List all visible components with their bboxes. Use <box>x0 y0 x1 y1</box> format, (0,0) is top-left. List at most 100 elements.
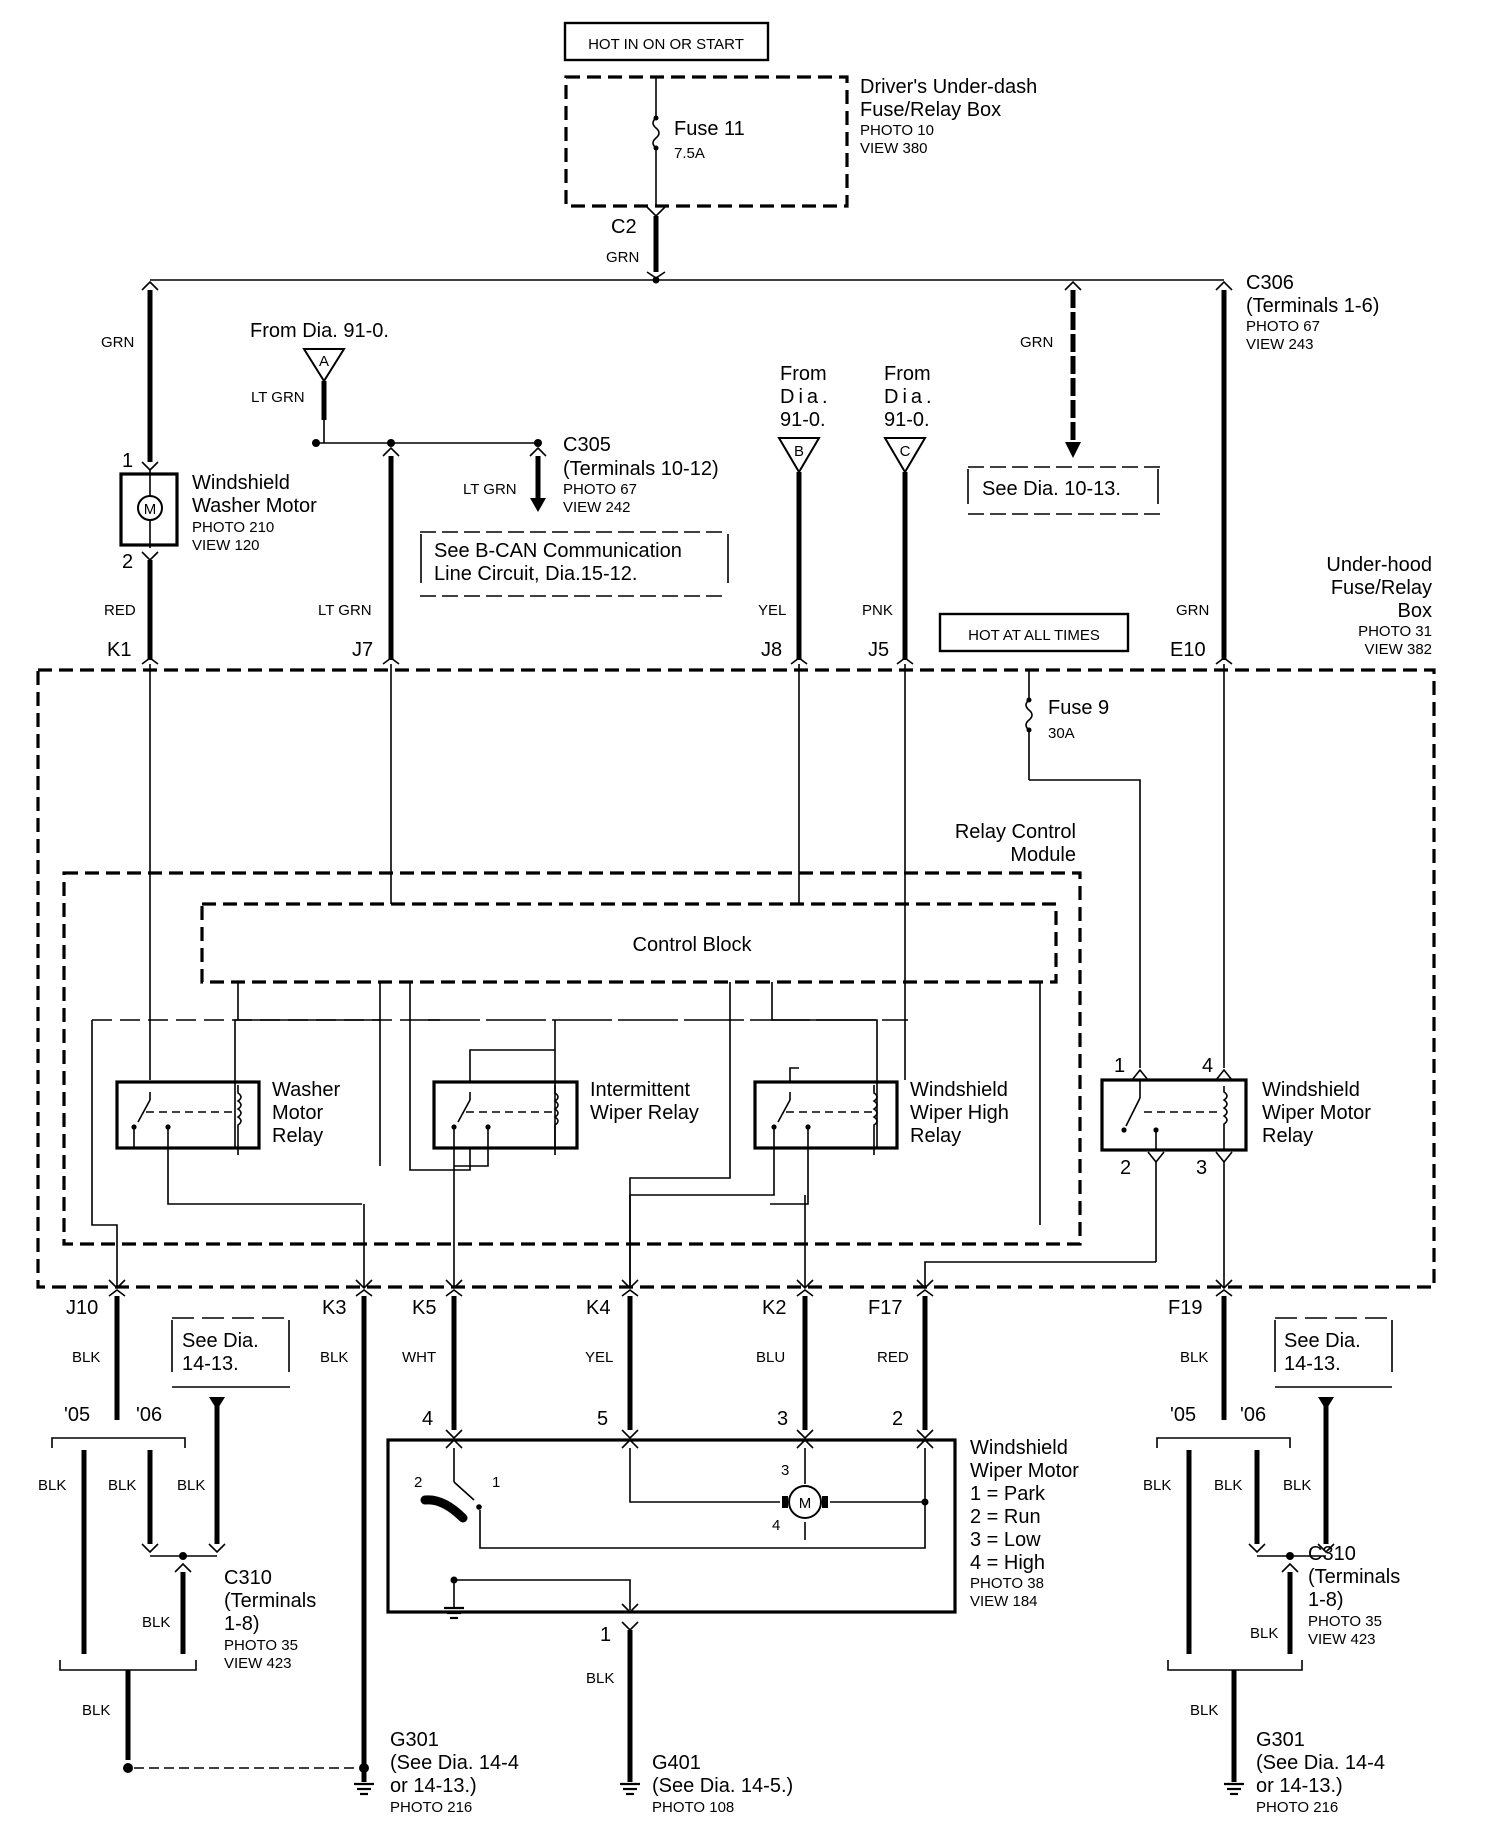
right-year-06: '06 <box>1240 1404 1266 1426</box>
g301-left-1: G301 <box>390 1729 439 1751</box>
terminal-k2: K2 <box>762 1297 786 1319</box>
from-b-1: From <box>780 363 827 385</box>
wiper-pin-2: 2 <box>892 1408 903 1430</box>
left-year-06: '06 <box>136 1404 162 1426</box>
g301-right-1: G301 <box>1256 1729 1305 1751</box>
blk-f19-wire: BLK <box>1180 1349 1208 1366</box>
c306-photo: PHOTO 67 <box>1246 318 1320 335</box>
c306-view: VIEW 243 <box>1246 336 1314 353</box>
left-c310-view: VIEW 423 <box>224 1655 292 1672</box>
left-blk-1: BLK <box>38 1477 66 1494</box>
g401-ground-icon <box>620 1782 640 1796</box>
grn-left-wire: GRN <box>101 334 134 351</box>
underhood-photo: PHOTO 31 <box>1358 623 1432 640</box>
terminal-k4: K4 <box>586 1297 610 1319</box>
wiper-pin-1: 1 <box>600 1624 611 1646</box>
washer-motor-name-1: Windshield <box>192 472 290 494</box>
underhood-box <box>36 668 1436 1289</box>
control-block <box>200 902 1058 984</box>
washer-motor-pin1: 1 <box>122 450 133 472</box>
hot-in-on-start-label: HOT IN ON OR START <box>588 36 744 53</box>
from-c-2: Dia. <box>884 386 936 408</box>
ground-icon <box>354 1782 374 1796</box>
g401-2: (See Dia. 14-5.) <box>652 1775 793 1797</box>
hot-in-on-start-group: HOT IN ON OR START <box>563 21 770 62</box>
wiper-motor-box <box>386 1438 957 1614</box>
intermittent-wiper-relay <box>432 1049 579 1167</box>
motor-relay-name-3: Relay <box>1262 1125 1313 1147</box>
motor-relay-pin4: 4 <box>1202 1055 1213 1077</box>
washer-relay-name-1: Washer <box>272 1079 341 1101</box>
g301-left-2: (See Dia. 14-4 <box>390 1752 519 1774</box>
terminal-f17: F17 <box>868 1297 902 1319</box>
terminal-j8: J8 <box>761 639 782 661</box>
under-dash-fuse-box: Fuse 11 7.5A <box>564 75 849 208</box>
right-blk-2: BLK <box>1214 1477 1242 1494</box>
see-dia-10-13: See Dia. 10-13. <box>982 478 1121 500</box>
wiper-motor-icon: M <box>799 1495 812 1512</box>
right-blk-3: BLK <box>1283 1477 1311 1494</box>
terminal-k3: K3 <box>322 1297 346 1319</box>
left-blk-4: BLK <box>142 1614 170 1631</box>
yel-j8-wire: YEL <box>758 602 786 619</box>
wiper-pin-4: 4 <box>422 1408 433 1430</box>
wiper-motor-relay: 1 4 2 3 <box>1100 1055 1248 1287</box>
fuse-9-amp: 30A <box>1048 725 1075 742</box>
g301-left-3: or 14-13.) <box>390 1775 477 1797</box>
terminal-k5: K5 <box>412 1297 436 1319</box>
right-see-2: 14-13. <box>1284 1353 1341 1375</box>
from-b-3: 91-0. <box>780 409 826 431</box>
g301-left-photo: PHOTO 216 <box>390 1799 472 1816</box>
left-see-1: See Dia. <box>182 1330 259 1352</box>
washer-motor-view: VIEW 120 <box>192 537 260 554</box>
grn-mid-wire: GRN <box>1020 334 1053 351</box>
left-c310: C310 <box>224 1567 272 1589</box>
wiper-motor-name-1: Windshield <box>970 1437 1068 1459</box>
left-see-dia-14-13: See Dia. 14-13. <box>171 1317 290 1388</box>
terminal-j5: J5 <box>868 639 889 661</box>
wiper-motor-low: 3 = Low <box>970 1529 1041 1551</box>
blk-j10-wire: BLK <box>72 1349 100 1366</box>
wiper-internal-1: 1 <box>492 1474 500 1491</box>
connector-a: A <box>319 353 329 370</box>
wiper-motor-park: 1 = Park <box>970 1483 1046 1505</box>
red-k1-wire: RED <box>104 602 136 619</box>
washer-motor-icon: M <box>144 501 157 518</box>
under-dash-box-photo: PHOTO 10 <box>860 122 934 139</box>
motor-relay-pin3: 3 <box>1196 1157 1207 1179</box>
left-c310-range: 1-8) <box>224 1613 260 1635</box>
terminal-j10: J10 <box>66 1297 98 1319</box>
see-dia-10-13-box: See Dia. 10-13. <box>967 466 1160 515</box>
connector-b: B <box>794 443 804 460</box>
blu-k2-wire: BLU <box>756 1349 785 1366</box>
right-c310-terms: (Terminals <box>1308 1566 1400 1588</box>
high-relay-name-3: Relay <box>910 1125 961 1147</box>
from-c-1: From <box>884 363 931 385</box>
underhood-name-1: Under-hood <box>1326 554 1432 576</box>
relay-control-module <box>62 871 1082 1246</box>
high-relay-name-2: Wiper High <box>910 1102 1009 1124</box>
underhood-name-3: Box <box>1398 600 1432 622</box>
washer-motor-relay <box>115 1080 362 1205</box>
c305-view: VIEW 242 <box>563 499 631 516</box>
left-c310-terms: (Terminals <box>224 1590 316 1612</box>
connector-c306: C306 <box>1246 272 1294 294</box>
g301-right-photo: PHOTO 216 <box>1256 1799 1338 1816</box>
motor-relay-pin1: 1 <box>1114 1055 1125 1077</box>
terminal-e10: E10 <box>1170 639 1206 661</box>
fuse-11-amp: 7.5A <box>674 145 705 162</box>
c305-terminals: (Terminals 10-12) <box>563 458 719 480</box>
right-see-1: See Dia. <box>1284 1330 1361 1352</box>
under-dash-box-view: VIEW 380 <box>860 140 928 157</box>
wht-k5-wire: WHT <box>402 1349 436 1366</box>
right-blk-4: BLK <box>1250 1625 1278 1642</box>
right-c310-photo: PHOTO 35 <box>1308 1613 1382 1630</box>
wiper-pin-5: 5 <box>597 1408 608 1430</box>
left-blk-3: BLK <box>177 1477 205 1494</box>
washer-motor-photo: PHOTO 210 <box>192 519 274 536</box>
right-see-dia-14-13: See Dia. 14-13. <box>1274 1317 1393 1388</box>
right-c310-range: 1-8) <box>1308 1589 1344 1611</box>
washer-relay-name-3: Relay <box>272 1125 323 1147</box>
right-ground-icon <box>1224 1782 1244 1796</box>
